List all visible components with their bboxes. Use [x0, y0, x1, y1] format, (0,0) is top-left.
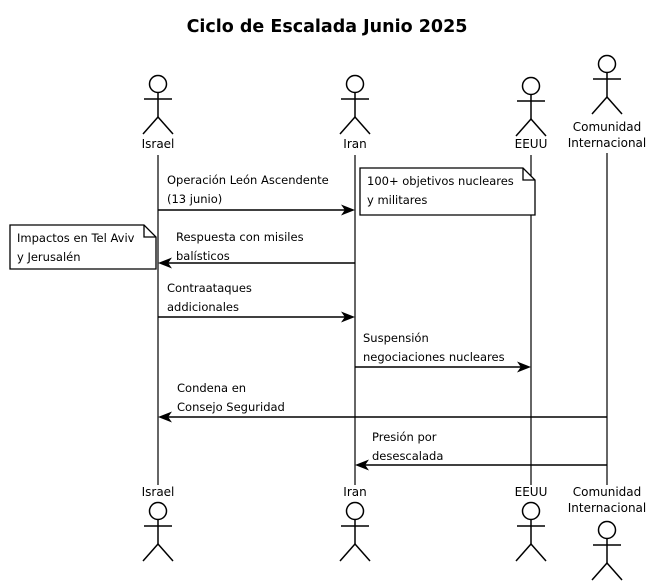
message-2-line-2: balísticos: [176, 249, 230, 263]
message-5-line-1: Condena en: [177, 381, 247, 395]
actor-label-eeuu-bottom: EEUU: [514, 485, 548, 499]
message-3-line-1: Contraataques: [167, 281, 252, 295]
note-objetivos: 100+ objetivos nucleares y militares: [367, 172, 514, 210]
message-1: Operación León Ascendente (13 junio): [167, 171, 329, 209]
message-6: Presión por desescalada: [372, 428, 443, 466]
arrow-message-4: [355, 361, 531, 373]
note-boxes: [9, 167, 536, 270]
note-box-impactos: [9, 224, 157, 270]
message-5: Condena en Consejo Seguridad: [177, 379, 285, 417]
note-impactos-line-1: Impactos en Tel Aviv: [17, 231, 135, 245]
arrow-message-6: [355, 459, 607, 471]
actor-figure-iran-bottom: [339, 501, 371, 562]
message-arrows: [158, 204, 607, 471]
actor-figure-israel-top: [142, 74, 174, 135]
message-4-line-1: Suspensión: [363, 331, 429, 345]
message-6-line-2: desescalada: [372, 449, 444, 463]
actor-figure-israel-bottom: [142, 501, 174, 562]
actor-figure-eeuu-bottom: [515, 501, 547, 562]
message-1-line-2: (13 junio): [167, 192, 223, 206]
actor-label-eeuu-top: EEUU: [514, 137, 548, 151]
actor-label-comunidad-internacional-top: Comunidad Internacional: [567, 120, 647, 150]
message-1-line-1: Operación León Ascendente: [167, 173, 329, 187]
actor-label-comunidad-internacional-bottom: Comunidad Internacional: [567, 485, 647, 515]
actor-label-israel-top: Israel: [141, 137, 175, 151]
note-objetivos-line-1: 100+ objetivos nucleares: [367, 174, 514, 188]
actor-figure-comunidad-internacional-top: [591, 54, 623, 115]
message-3: Contraataques addicionales: [167, 279, 252, 317]
note-impactos: Impactos en Tel Aviv y Jerusalén: [17, 229, 134, 267]
diagram-title: Ciclo de Escalada Junio 2025: [186, 17, 468, 37]
message-2: Respuesta con misiles balísticos: [176, 228, 304, 266]
actor-label-iran-bottom: Iran: [343, 485, 367, 499]
arrow-message-3: [158, 311, 355, 323]
message-4: Suspensión negociaciones nucleares: [363, 329, 505, 367]
message-2-line-1: Respuesta con misiles: [176, 230, 304, 244]
message-4-line-2: negociaciones nucleares: [363, 350, 505, 364]
actor-figure-comunidad-internacional-bottom: [591, 520, 623, 581]
note-box-objetivos: [359, 167, 536, 216]
actor-label-iran-top: Iran: [343, 137, 367, 151]
arrow-message-2: [158, 257, 355, 269]
actor-figure-eeuu-top: [515, 76, 547, 137]
note-objetivos-line-2: y militares: [367, 193, 428, 207]
message-3-line-2: addicionales: [167, 300, 239, 314]
actor-label-israel-bottom: Israel: [141, 485, 175, 499]
message-6-line-1: Presión por: [372, 430, 437, 444]
message-5-line-2: Consejo Seguridad: [177, 400, 285, 414]
note-impactos-line-2: y Jerusalén: [17, 250, 81, 264]
arrow-message-1: [158, 204, 355, 216]
actor-figure-iran-top: [339, 74, 371, 135]
arrow-message-5: [158, 411, 607, 423]
